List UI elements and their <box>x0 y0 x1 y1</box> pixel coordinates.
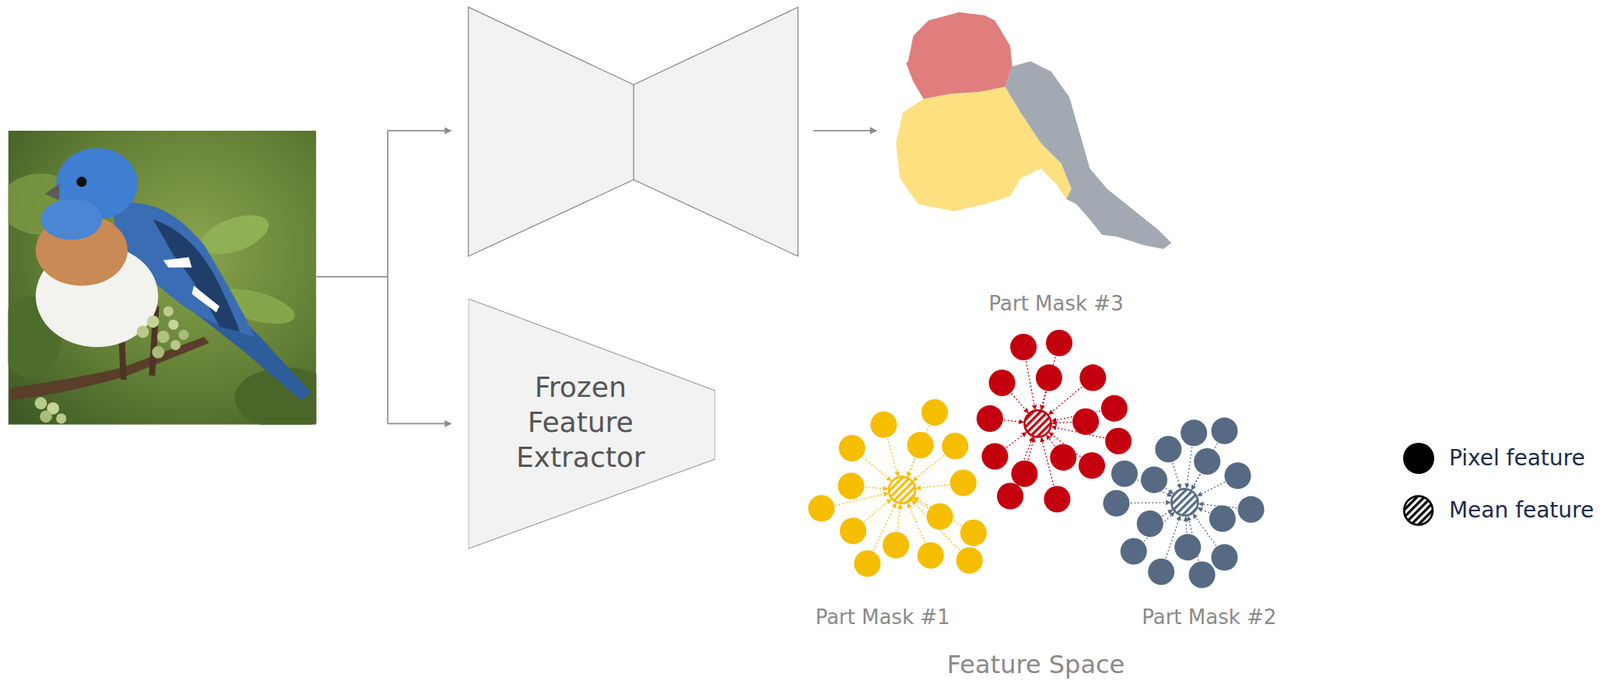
pixel-feature <box>941 432 969 460</box>
pixel-feature <box>926 503 954 530</box>
pull-arrow <box>1197 482 1225 497</box>
pixel-feature <box>1140 466 1168 494</box>
pixel-feature <box>1210 417 1238 445</box>
pixel-feature <box>1101 395 1128 422</box>
pixel-feature <box>870 411 897 439</box>
pixel-feature <box>853 550 881 577</box>
pixel-feature <box>1154 435 1182 463</box>
pull-arrow <box>1197 508 1210 513</box>
pixel-feature <box>1209 505 1236 532</box>
pixel-feature <box>1111 460 1138 488</box>
pixel-feature <box>1224 462 1251 489</box>
mean-feature-swatch <box>1403 496 1433 526</box>
pixel-feature <box>1045 329 1073 357</box>
pull-arrow <box>1046 435 1056 446</box>
pixel-feature <box>996 483 1024 510</box>
pull-arrow <box>913 498 928 509</box>
pixel-feature <box>907 431 934 459</box>
pull-arrow <box>887 438 899 477</box>
pull-arrow <box>863 498 892 522</box>
pull-arrow <box>912 500 960 551</box>
pull-arrow <box>912 455 944 481</box>
pixel-feature <box>1010 333 1037 361</box>
pixel-feature <box>1193 448 1221 475</box>
pull-arrow <box>863 457 892 481</box>
mean-feature <box>1171 488 1198 516</box>
pull-arrow <box>1006 432 1027 449</box>
pixel-feature <box>807 494 835 522</box>
pixel-feature <box>839 517 867 544</box>
pixel-feature <box>1147 558 1175 586</box>
pixel-feature <box>838 435 866 462</box>
pull-arrow <box>1003 420 1024 423</box>
pull-arrow <box>1049 386 1083 415</box>
pixel-feature <box>1105 428 1132 455</box>
feature-clusters <box>807 329 1264 589</box>
pull-arrow <box>1191 473 1200 490</box>
pull-arrow <box>1172 463 1181 489</box>
pixel-feature <box>981 442 1008 470</box>
pull-arrow <box>1011 393 1029 414</box>
pixel-feature <box>882 532 909 559</box>
pixel-feature <box>921 399 948 426</box>
pixel-feature <box>1174 533 1201 561</box>
pixel-feature <box>956 547 983 574</box>
pixel-feature <box>917 542 944 569</box>
pixel-feature <box>950 469 977 496</box>
pull-arrow <box>1041 391 1046 410</box>
pixel-feature <box>838 472 865 499</box>
pixel-feature <box>989 369 1016 397</box>
pixel-feature <box>1010 460 1038 488</box>
pull-arrow <box>1052 422 1072 424</box>
bird-photo <box>7 130 316 425</box>
node-text: Frozen Feature Extractor <box>515 369 646 475</box>
pull-arrow <box>1161 509 1172 516</box>
pixel-feature <box>1189 561 1216 589</box>
pixel-feature <box>1238 496 1265 523</box>
legend-text: Mean feature <box>1449 497 1594 524</box>
pull-arrow <box>1185 516 1187 534</box>
part-label: Part Mask #3 <box>989 291 1124 316</box>
pixel-feature <box>1049 444 1077 471</box>
part-segmentation <box>895 12 1172 250</box>
pull-arrow <box>1028 437 1035 460</box>
pixel-feature <box>1079 364 1106 391</box>
pull-arrow <box>1026 361 1036 410</box>
pixel-feature <box>1102 490 1130 517</box>
legend-swatch <box>1403 442 1435 474</box>
pixel-feature <box>960 519 987 547</box>
part-label: Feature Space <box>947 649 1126 680</box>
legend-text: Pixel feature <box>1449 445 1586 472</box>
pull-arrow <box>915 484 949 489</box>
pull-arrow <box>897 504 901 531</box>
pixel-feature <box>1072 408 1099 436</box>
encoder-decoder <box>468 7 799 257</box>
pull-arrow <box>1130 501 1171 504</box>
pixel-feature <box>1120 537 1148 565</box>
pull-arrow <box>907 458 916 478</box>
pull-arrow <box>1186 446 1193 488</box>
mean-feature <box>888 477 916 504</box>
pixel-feature <box>1180 419 1208 446</box>
pixel-feature <box>976 405 1004 432</box>
part-label: Part Mask #2 <box>1141 605 1277 630</box>
pull-arrow <box>1165 487 1174 494</box>
pixel-feature <box>1210 543 1238 571</box>
pixel-feature <box>1043 485 1071 513</box>
mean-feature <box>1024 410 1051 437</box>
part-label: Part Mask #1 <box>815 605 951 630</box>
pixel-feature <box>1035 364 1063 391</box>
pixel-feature <box>1136 510 1164 537</box>
pull-arrow <box>907 503 925 543</box>
pixel-feature <box>1078 452 1106 479</box>
feature-extractor: Frozen Feature Extractor <box>468 298 716 549</box>
pull-arrow <box>865 487 888 489</box>
